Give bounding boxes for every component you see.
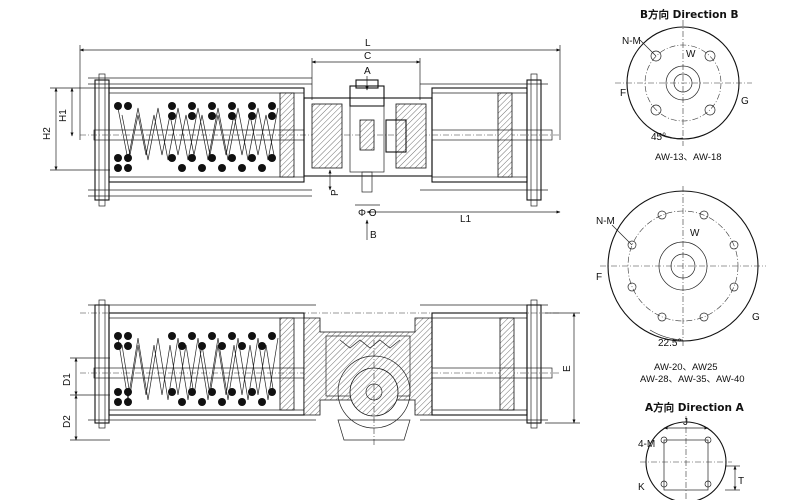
- dim-D2-label: D2: [62, 415, 73, 428]
- dim-E-label: E: [562, 365, 573, 372]
- upper-w-label: W: [686, 49, 696, 60]
- dim-D1-label: D1: [62, 373, 73, 386]
- direction-a-title: A方向 Direction A: [645, 401, 745, 414]
- lower-w-label: W: [690, 228, 700, 239]
- spring-dots-bottom: [114, 332, 276, 406]
- dim-H2-label: H2: [42, 127, 53, 140]
- upper-f-label: F: [620, 88, 626, 99]
- spring-pack-top: [117, 107, 279, 161]
- top-actuator-view: L C A H1 H2: [42, 38, 561, 241]
- dim-L-label: L: [365, 38, 371, 49]
- dir-a-t-label: T: [738, 476, 744, 487]
- lower-caption-2: AW-28、AW-35、AW-40: [640, 374, 745, 385]
- upper-nm-label: N-M: [622, 36, 641, 47]
- dir-a-k-label: K: [638, 482, 645, 493]
- upper-angle-label: 45°: [651, 132, 666, 143]
- dim-C-label: C: [364, 51, 371, 62]
- dim-A-label: A: [364, 66, 371, 77]
- flange-lower: N-M W F G 22.5° AW-20、AW25 AW-28、AW-35、A…: [596, 186, 766, 385]
- bottom-actuator-view: D1 D2 E: [62, 299, 580, 445]
- direction-b-views: B方向 Direction B N-M W F G 45° AW-13、AW-1…: [596, 8, 766, 385]
- upper-g-label: G: [741, 96, 749, 107]
- spring-dots-top: [114, 102, 276, 172]
- lower-f-label: F: [596, 272, 602, 283]
- lower-nm-label: N-M: [596, 216, 615, 227]
- dim-P-label: P: [330, 189, 341, 196]
- dim-phiO-label: Φ O: [358, 208, 377, 219]
- dim-H1-label: H1: [58, 109, 69, 122]
- flange-upper: N-M W F G 45° AW-13、AW-18: [615, 20, 752, 163]
- dir-a-4m-label: 4-M: [638, 439, 655, 450]
- direction-a-view: A方向 Direction A J 4-M K T: [638, 401, 745, 500]
- spring-pack-bottom: [117, 337, 279, 401]
- dim-B-label: B: [370, 230, 377, 241]
- dir-a-j-label: J: [683, 417, 688, 428]
- upper-caption: AW-13、AW-18: [655, 152, 722, 163]
- lower-g-label: G: [752, 312, 760, 323]
- lower-caption-1: AW-20、AW25: [654, 362, 718, 373]
- direction-b-title: B方向 Direction B: [640, 8, 738, 21]
- lower-angle-label: 22.5°: [658, 338, 681, 349]
- dim-L1-label: L1: [460, 214, 472, 225]
